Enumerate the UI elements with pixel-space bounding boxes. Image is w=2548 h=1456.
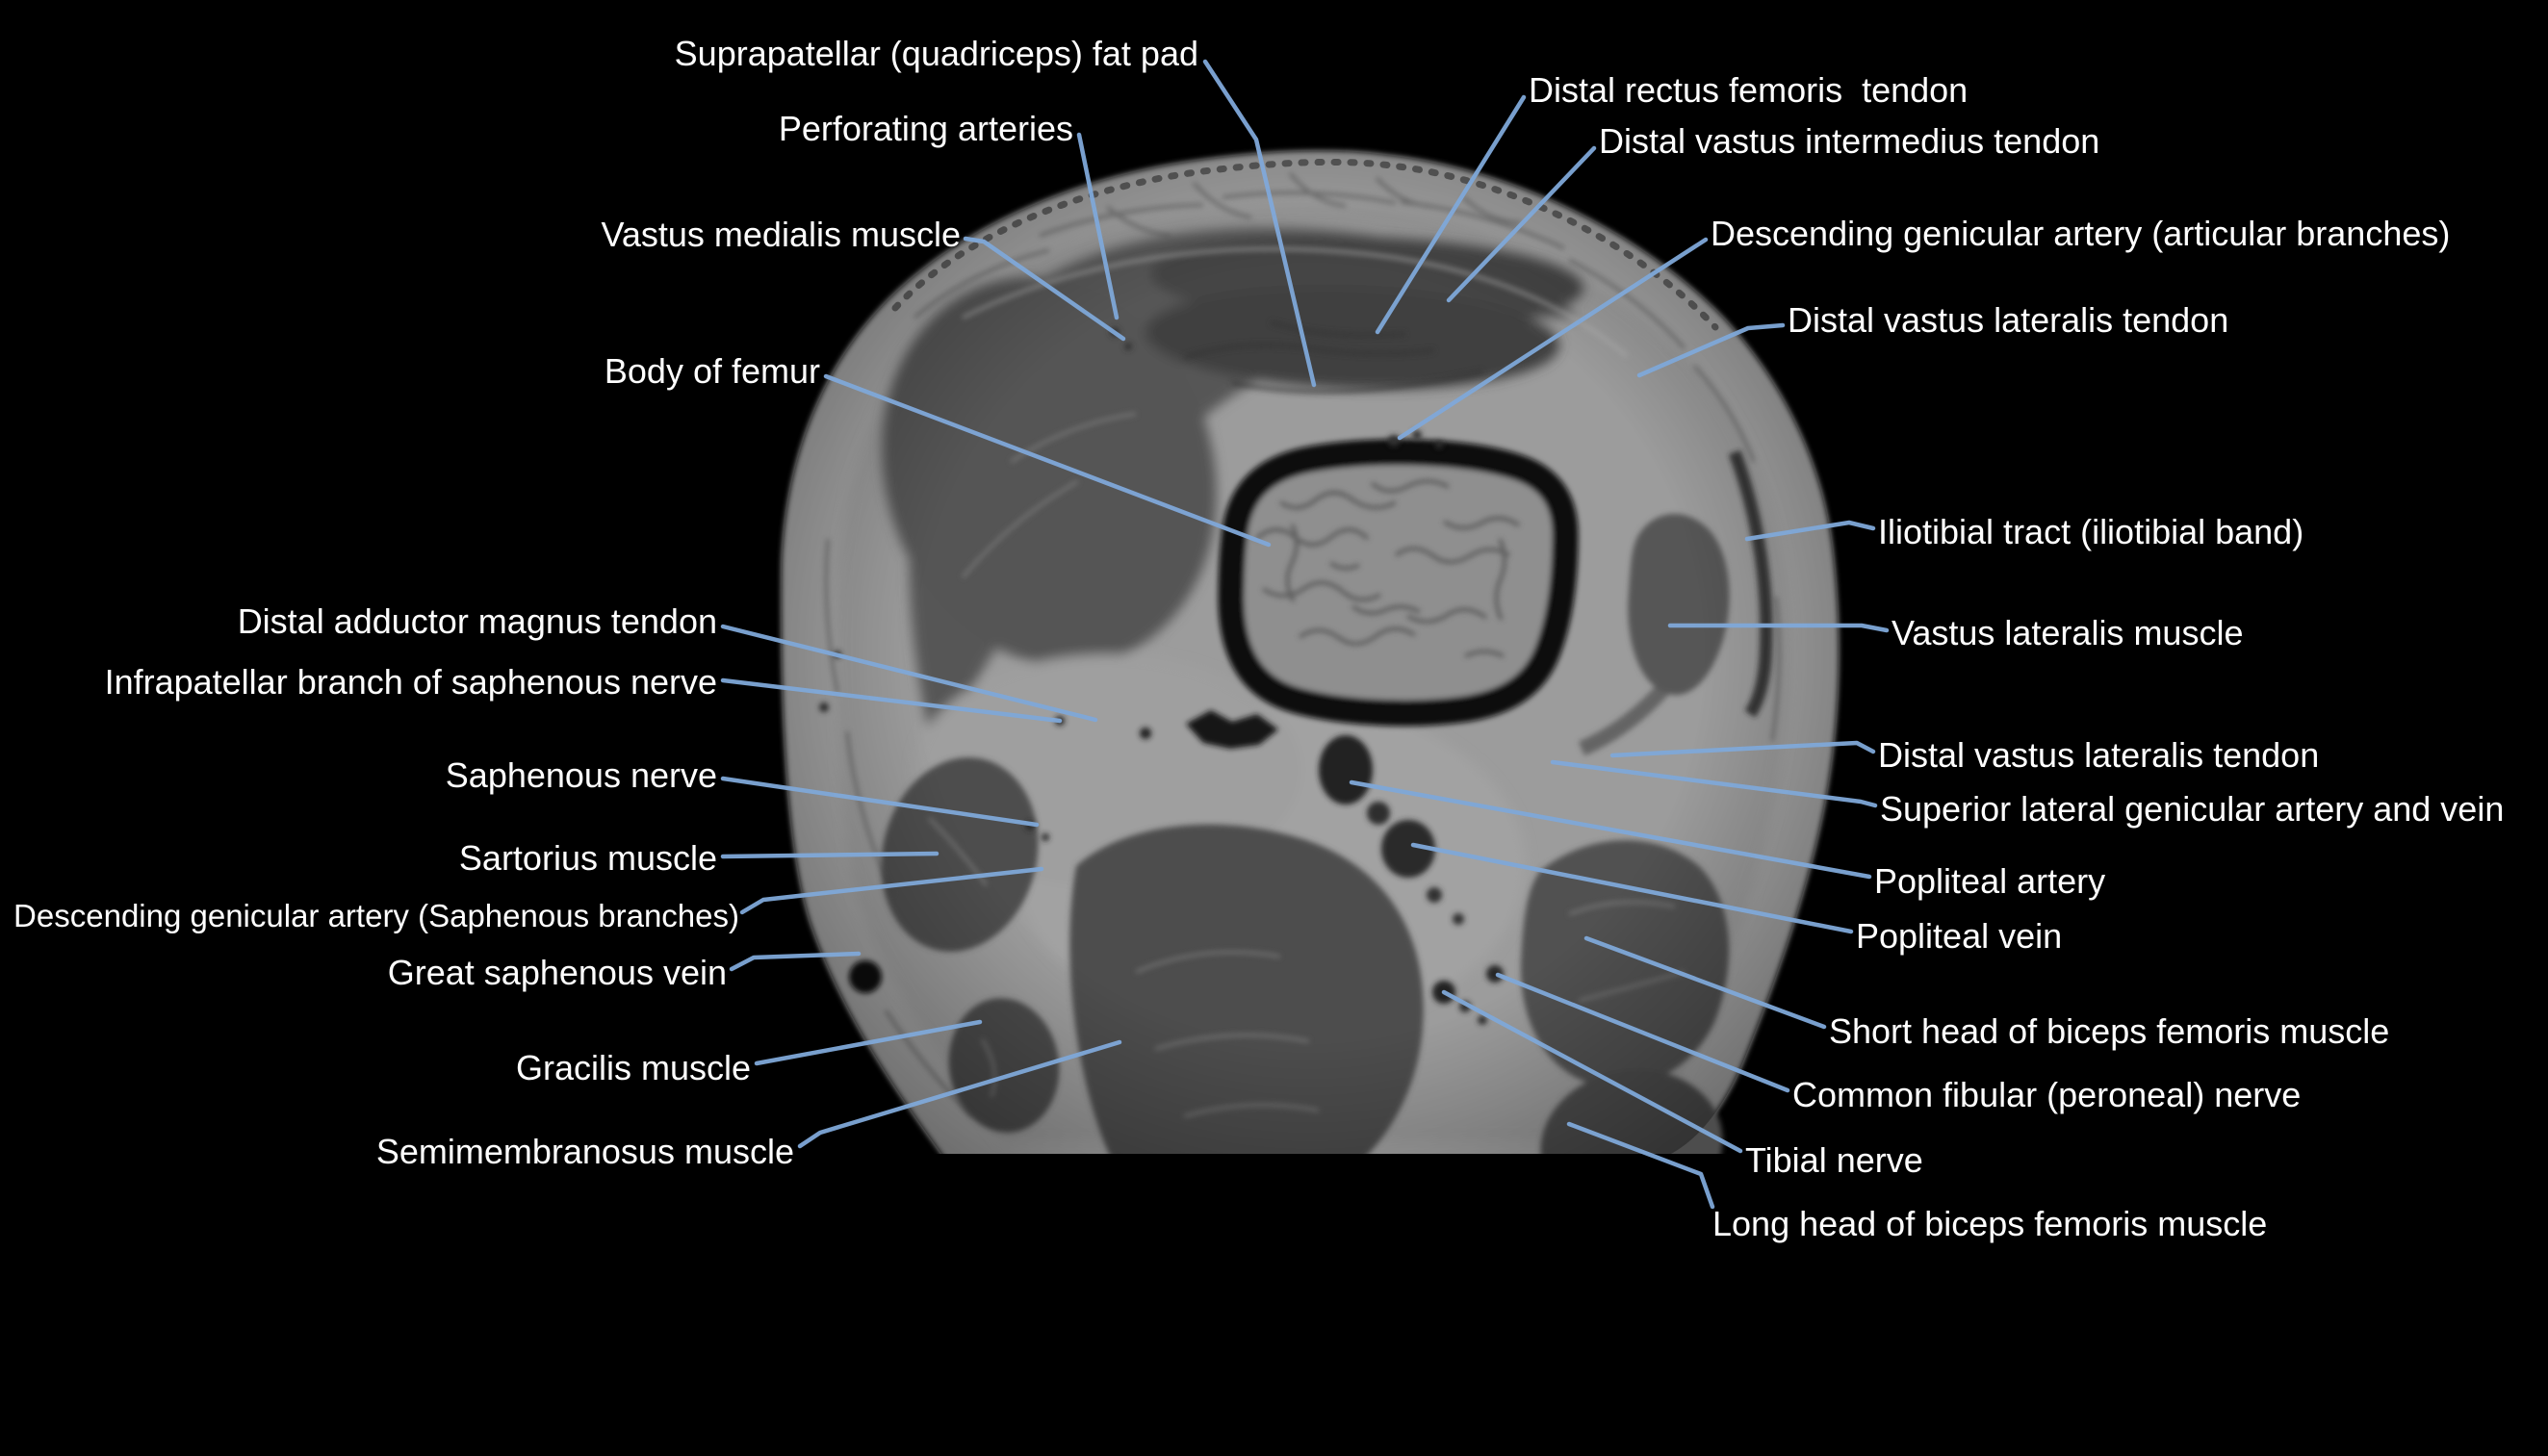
- leader-line-saphenous-nerve: [720, 776, 1040, 828]
- leader-line-sartorius-muscle: [720, 851, 939, 859]
- label-infrapatellar-branch-saphenous-nerve: Infrapatellar branch of saphenous nerve: [104, 662, 717, 702]
- label-distal-vastus-lateralis-tendon-2: Distal vastus lateralis tendon: [1878, 735, 2320, 775]
- leader-line-short-head-biceps-femoris: [1583, 935, 1827, 1030]
- leader-line-infrapatellar-branch-saphenous-nerve: [720, 677, 1063, 724]
- leader-line-vastus-medialis-muscle: [963, 236, 1126, 342]
- leader-line-distal-vastus-lateralis-tendon-2: [1609, 740, 1876, 758]
- leader-line-popliteal-vein: [1410, 842, 1854, 934]
- leader-line-gracilis-muscle: [754, 1019, 983, 1066]
- label-vastus-lateralis-muscle: Vastus lateralis muscle: [1892, 613, 2244, 652]
- label-distal-vastus-intermedius-tendon: Distal vastus intermedius tendon: [1599, 121, 2100, 161]
- label-long-head-biceps-femoris: Long head of biceps femoris muscle: [1712, 1204, 2268, 1243]
- label-suprapatellar-fat-pad: Suprapatellar (quadriceps) fat pad: [674, 34, 1198, 73]
- leader-line-semimembranosus-muscle: [797, 1039, 1122, 1149]
- leader-lines: [720, 59, 1890, 1210]
- leader-line-superior-lateral-genicular-artery-vein: [1550, 759, 1878, 808]
- leader-line-iliotibial-tract: [1744, 520, 1876, 542]
- leader-line-tibial-nerve: [1441, 989, 1743, 1154]
- label-distal-rectus-femoris-tendon: Distal rectus femoris tendon: [1529, 70, 1969, 110]
- leader-line-distal-rectus-femoris-tendon: [1375, 94, 1527, 335]
- leader-line-distal-vastus-lateralis-tendon-1: [1636, 322, 1786, 378]
- label-perforating-arteries: Perforating arteries: [778, 109, 1073, 148]
- leader-line-common-fibular-peroneal-nerve: [1495, 972, 1790, 1093]
- label-semimembranosus-muscle: Semimembranosus muscle: [375, 1132, 794, 1171]
- label-iliotibial-tract: Iliotibial tract (iliotibial band): [1878, 512, 2304, 551]
- leader-line-long-head-biceps-femoris: [1566, 1121, 1715, 1210]
- leader-line-descending-genicular-artery-saphenous: [739, 866, 1044, 915]
- label-popliteal-artery: Popliteal artery: [1874, 861, 2106, 901]
- label-great-saphenous-vein: Great saphenous vein: [387, 953, 727, 992]
- label-vastus-medialis-muscle: Vastus medialis muscle: [601, 215, 961, 254]
- leader-line-distal-adductor-magnus-tendon: [720, 624, 1098, 723]
- leader-line-body-of-femur: [823, 373, 1272, 548]
- label-gracilis-muscle: Gracilis muscle: [515, 1048, 751, 1087]
- leader-line-popliteal-artery: [1349, 779, 1872, 880]
- label-distal-vastus-lateralis-tendon-1: Distal vastus lateralis tendon: [1788, 300, 2229, 340]
- label-popliteal-vein: Popliteal vein: [1856, 916, 2063, 956]
- label-descending-genicular-artery-saphenous: Descending genicular artery (Saphenous b…: [13, 898, 739, 933]
- label-descending-genicular-artery-articular: Descending genicular artery (articular b…: [1711, 214, 2451, 253]
- leader-line-vastus-lateralis-muscle: [1667, 623, 1890, 633]
- leader-line-descending-genicular-artery-articular: [1397, 237, 1709, 441]
- label-superior-lateral-genicular-artery-vein: Superior lateral genicular artery and ve…: [1880, 789, 2505, 829]
- vignette: [781, 150, 1840, 1198]
- image-crop-edge: [616, 1154, 1983, 1456]
- leader-line-great-saphenous-vein: [729, 951, 862, 972]
- label-sartorius-muscle: Sartorius muscle: [458, 838, 717, 878]
- label-body-of-femur: Body of femur: [604, 351, 820, 391]
- label-saphenous-nerve: Saphenous nerve: [445, 755, 717, 795]
- leader-line-suprapatellar-fat-pad: [1202, 59, 1317, 388]
- leader-line-perforating-arteries: [1076, 132, 1120, 320]
- label-common-fibular-peroneal-nerve: Common fibular (peroneal) nerve: [1792, 1075, 2302, 1114]
- thigh-cross-section: [616, 150, 1983, 1456]
- label-short-head-biceps-femoris: Short head of biceps femoris muscle: [1829, 1011, 2390, 1051]
- label-tibial-nerve: Tibial nerve: [1745, 1140, 1923, 1180]
- leader-line-distal-vastus-intermedius-tendon: [1446, 145, 1597, 303]
- label-distal-adductor-magnus-tendon: Distal adductor magnus tendon: [237, 601, 717, 641]
